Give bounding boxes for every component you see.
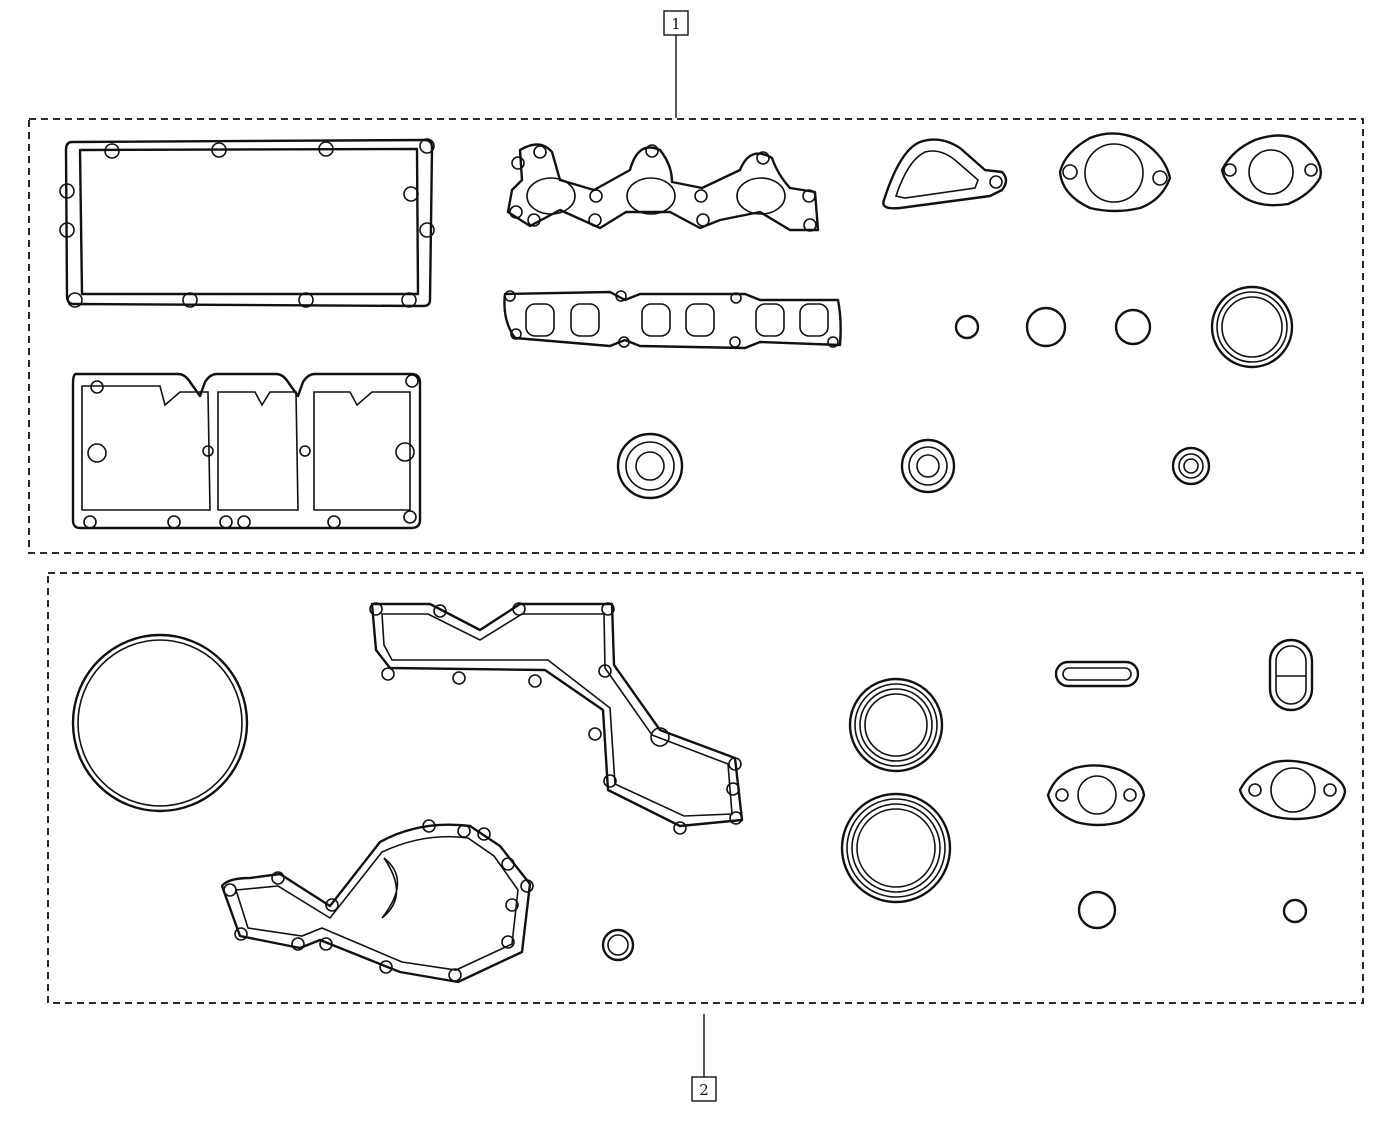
valve-stem-seal-small[interactable] [1171, 446, 1211, 486]
exhaust-manifold-gasket[interactable] [506, 143, 820, 232]
oval-flange-gasket-1[interactable] [1058, 132, 1172, 213]
valve-stem-seal-medium[interactable] [900, 438, 956, 494]
callout-2-label: 2 [699, 1081, 709, 1099]
o-ring-small[interactable] [954, 314, 980, 340]
oil-seal-upper[interactable] [1210, 285, 1294, 369]
crankshaft-seal-rear[interactable] [840, 792, 952, 904]
intake-manifold-gasket[interactable] [503, 290, 842, 350]
water-pump-gasket[interactable] [220, 819, 534, 984]
oval-flange-gasket-2[interactable] [1220, 134, 1322, 207]
callout-2[interactable]: 2 [691, 1014, 717, 1102]
upper-kit-frame [28, 118, 1364, 554]
valve-cover-gasket[interactable] [59, 138, 435, 308]
plenum-gasket[interactable] [71, 372, 422, 530]
triangular-flange-gasket[interactable] [882, 138, 1008, 210]
small-bushing[interactable] [601, 928, 635, 962]
oval-flange-gasket-3[interactable] [1046, 764, 1146, 827]
lower-kit-frame [47, 572, 1364, 1004]
o-ring-medium-2[interactable] [1114, 308, 1152, 346]
o-ring-lower-small[interactable] [1282, 898, 1308, 924]
slot-gasket[interactable] [1054, 660, 1140, 688]
callout-1-label: 1 [671, 15, 681, 33]
o-ring-lower-medium[interactable] [1077, 890, 1117, 930]
callout-1[interactable]: 1 [663, 10, 689, 118]
o-ring-medium[interactable] [1025, 306, 1067, 348]
capsule-gasket[interactable] [1268, 638, 1314, 712]
valve-stem-seal-large[interactable] [616, 432, 684, 500]
crankshaft-seal-front[interactable] [848, 677, 944, 773]
oval-flange-gasket-4[interactable] [1238, 759, 1347, 821]
timing-cover-gasket[interactable] [369, 602, 744, 835]
large-seal-ring[interactable] [71, 633, 249, 813]
